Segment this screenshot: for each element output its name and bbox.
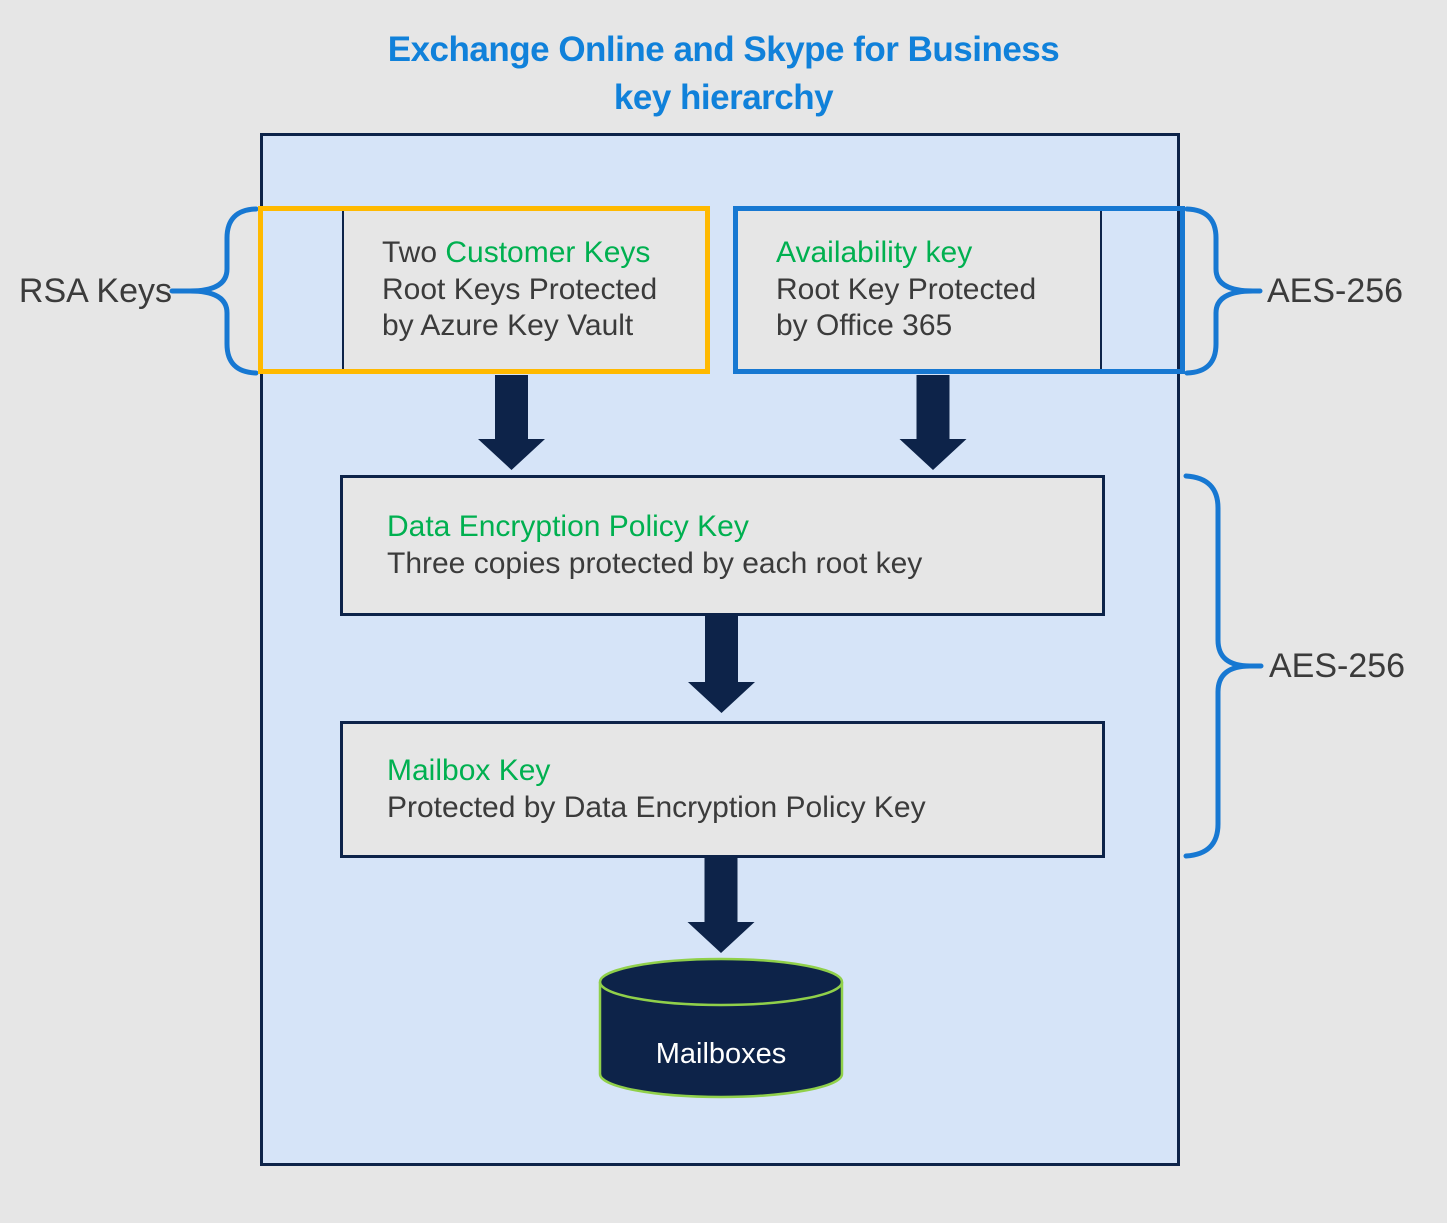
availability-key-panel: Availability key Root Key Protected by O… <box>738 211 1100 369</box>
rsa-keys-brace <box>169 206 259 376</box>
dep-key-line2: Three copies protected by each root key <box>387 546 923 580</box>
mailbox-key-line2: Protected by Data Encryption Policy Key <box>387 790 926 824</box>
customer-keys-line2: Root Keys Protected <box>382 272 658 306</box>
rsa-keys-label: RSA Keys <box>18 272 172 310</box>
customer-keys-line3: by Azure Key Vault <box>382 309 634 343</box>
customer-keys-heading: Two Customer Keys <box>382 235 705 272</box>
availability-key-line3: by Office 365 <box>776 309 953 343</box>
availability-key-line2: Root Key Protected <box>776 272 1037 306</box>
mailbox-key-box: Mailbox Key Protected by Data Encryption… <box>340 721 1105 858</box>
availability-key-heading: Availability key <box>776 236 973 270</box>
title-line2: key hierarchy <box>613 78 834 117</box>
customer-keys-heading-prefix: Two <box>382 236 446 270</box>
mailbox-key-heading: Mailbox Key <box>387 754 551 787</box>
title-line1: Exchange Online and Skype for Business <box>387 30 1060 69</box>
customer-keys-heading-green: Customer Keys <box>445 236 651 270</box>
dep-key-heading: Data Encryption Policy Key <box>387 510 749 543</box>
customer-keys-panel: Two Customer Keys Root Keys Protected by… <box>344 211 705 369</box>
availability-key-box: Availability key Root Key Protected by O… <box>733 206 1185 374</box>
dep-key-box: Data Encryption Policy Key Three copies … <box>340 475 1105 616</box>
availability-key-strip <box>1100 211 1180 369</box>
aes-middle-brace <box>1183 473 1264 859</box>
aes-top-brace <box>1184 206 1263 376</box>
customer-keys-box: Two Customer Keys Root Keys Protected by… <box>258 206 710 374</box>
aes-256-middle-label: AES-256 <box>1269 647 1406 685</box>
customer-keys-strip <box>263 211 344 369</box>
mailboxes-label: Mailboxes <box>655 1038 787 1070</box>
diagram-title: Exchange Online and Skype for Business k… <box>0 26 1447 122</box>
aes-256-top-label: AES-256 <box>1267 272 1404 310</box>
